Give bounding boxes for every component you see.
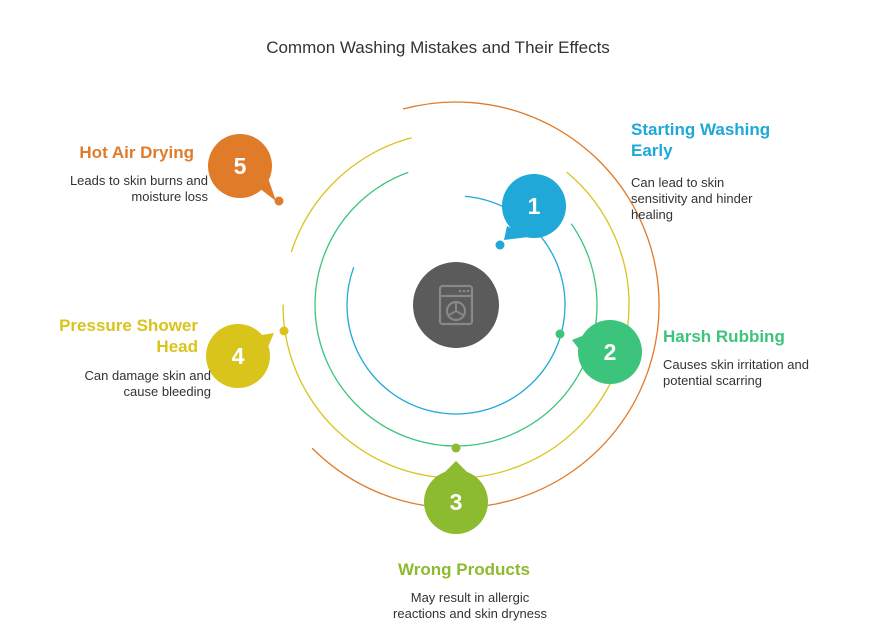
center-hub	[413, 262, 499, 348]
step-3-badge: 3	[424, 461, 488, 534]
step-3-heading: Wrong Products	[398, 560, 530, 579]
step-4-heading: Pressure Shower Head	[59, 316, 198, 356]
marker-step-4	[279, 326, 289, 336]
step-2-number: 2	[604, 339, 617, 365]
marker-step-2	[555, 329, 565, 339]
step-1-heading: Starting Washing Early	[631, 120, 771, 160]
step-5-heading: Hot Air Drying	[79, 143, 194, 162]
step-2-description: Causes skin irritation and potential sca…	[663, 357, 809, 388]
step-2-heading: Harsh Rubbing	[663, 327, 785, 346]
step-5-number: 5	[234, 153, 247, 179]
step-2-badge: 2	[572, 320, 642, 384]
ring-step-4-upper	[290, 137, 412, 253]
ring-markers	[274, 196, 565, 453]
marker-step-5	[274, 196, 284, 206]
step-4-badge: 4	[206, 324, 274, 388]
step-4-number: 4	[232, 343, 245, 369]
marker-step-1	[495, 240, 505, 250]
step-5-badge: 5	[208, 134, 276, 201]
step-3-number: 3	[450, 489, 463, 515]
step-5-description: Leads to skin burns and moisture loss	[69, 173, 208, 204]
step-1-badge: 1	[502, 174, 566, 240]
step-badges: 1 2 3 4 5	[206, 134, 642, 534]
ring-step-4	[282, 171, 630, 479]
diagram-title: Common Washing Mistakes and Their Effect…	[266, 38, 610, 57]
washing-machine-icon	[438, 284, 474, 326]
step-1-number: 1	[528, 193, 541, 219]
step-3-description: May result in allergic reactions and ski…	[393, 590, 547, 621]
step-1-description: Can lead to skin sensitivity and hinder …	[631, 175, 753, 222]
step-4-description: Can damage skin and cause bleeding	[84, 368, 211, 399]
marker-step-3	[451, 443, 461, 453]
